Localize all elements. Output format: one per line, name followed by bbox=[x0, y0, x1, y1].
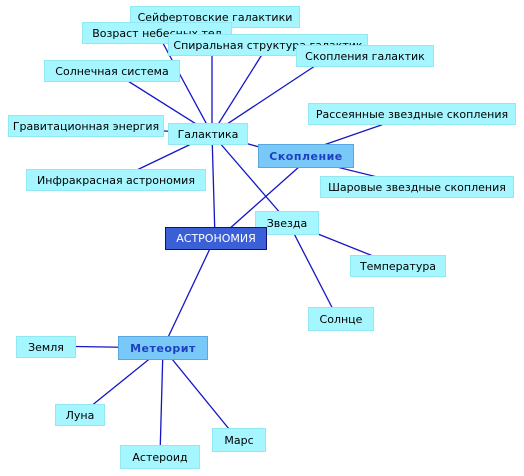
edge-galaktika-skopleniya bbox=[211, 55, 331, 135]
node-galaktika[interactable]: Галактика bbox=[168, 123, 248, 145]
edge-galaktika-zvezda bbox=[211, 133, 289, 223]
node-zemlya[interactable]: Земля bbox=[16, 336, 76, 358]
node-solnechnaya[interactable]: Солнечная система bbox=[44, 60, 180, 82]
node-sharovye[interactable]: Шаровые звездные скопления bbox=[320, 176, 514, 198]
node-solntse[interactable]: Солнце bbox=[308, 307, 374, 331]
edge-meteorit-asteroid bbox=[159, 347, 164, 457]
edge-galaktika-vozrast bbox=[157, 33, 213, 135]
edge-galaktika-spiral bbox=[211, 44, 269, 135]
edge-galaktika-astronomiya bbox=[211, 133, 216, 239]
node-luna[interactable]: Луна bbox=[55, 404, 105, 426]
edge-zvezda-solntse bbox=[287, 221, 339, 320]
edge-meteorit-mars bbox=[162, 347, 239, 441]
edge-skoplenie-astronomiya bbox=[227, 165, 301, 231]
node-temperatura[interactable]: Температура bbox=[350, 255, 446, 277]
node-meteorit[interactable]: Метеорит bbox=[118, 336, 208, 360]
edge-astronomiya-meteorit bbox=[162, 237, 216, 349]
node-skopleniya-galaktik[interactable]: Скопления галактик bbox=[296, 45, 434, 67]
node-astronomiya[interactable]: АСТРОНОМИЯ bbox=[165, 227, 267, 250]
node-mars[interactable]: Марс bbox=[212, 428, 266, 452]
node-asteroid[interactable]: Астероид bbox=[120, 445, 200, 469]
node-rasseyannye[interactable]: Рассеянные звездные скопления bbox=[308, 103, 516, 125]
node-gravit[interactable]: Гравитационная энергия bbox=[8, 115, 164, 137]
node-skoplenie[interactable]: Скопление bbox=[258, 144, 354, 168]
node-infrakrasnaya[interactable]: Инфракрасная астрономия bbox=[26, 169, 206, 191]
